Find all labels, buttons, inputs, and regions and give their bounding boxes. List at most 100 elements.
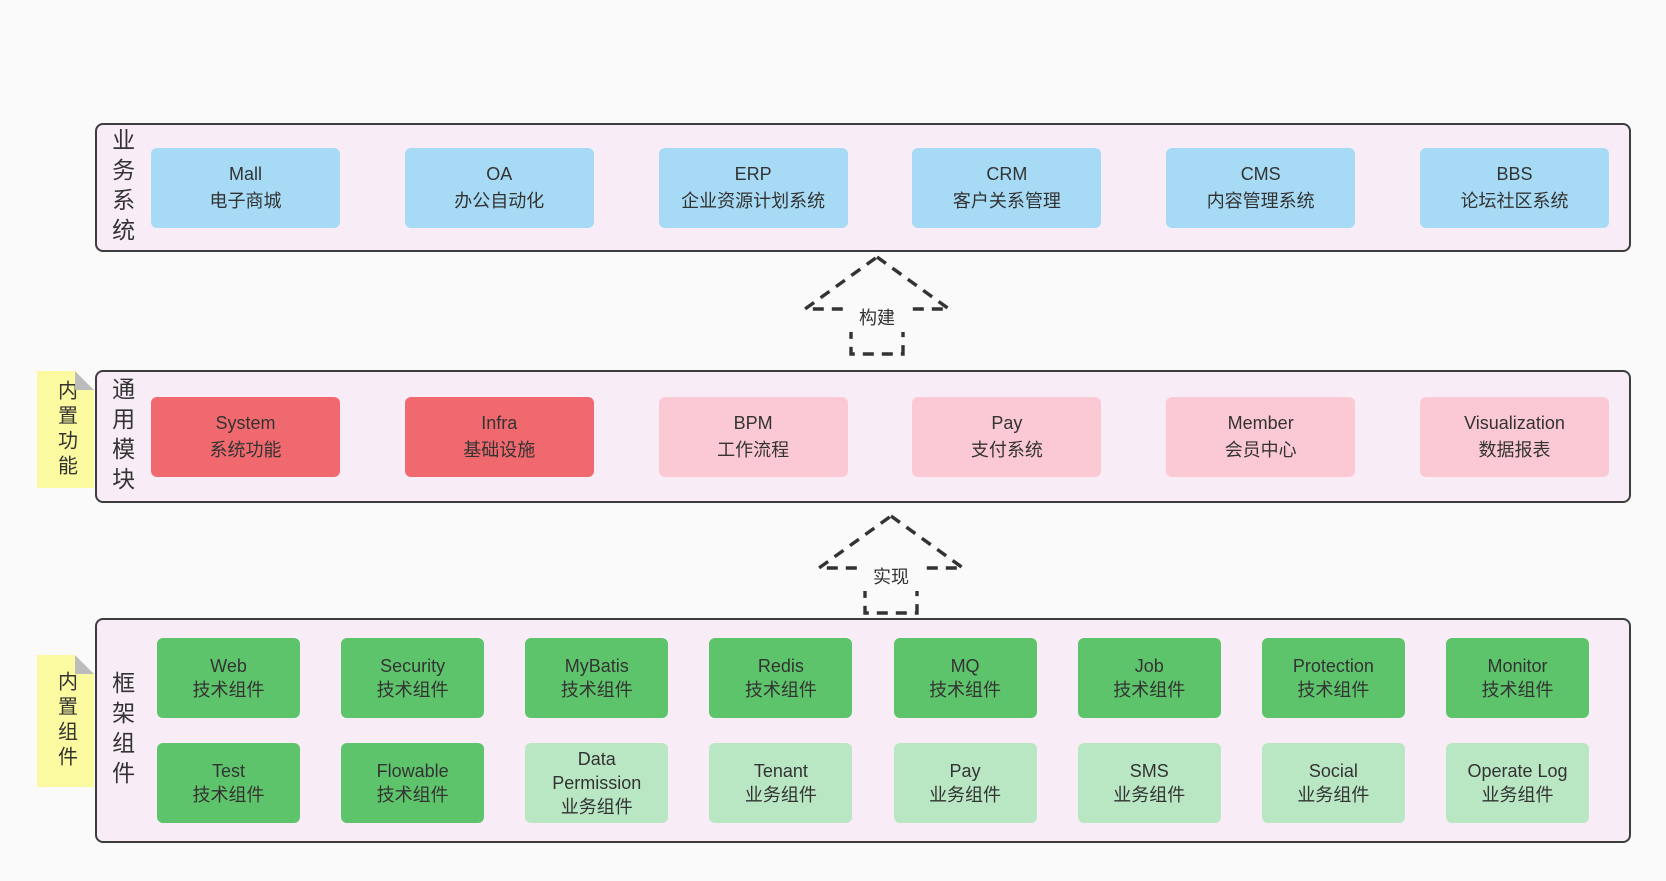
box-desc: 技术组件 [744,680,817,700]
business-systems-boxes: Mall 电子商城 OA 办公自动化 ERP 企业资源计划系统 CRM 客户关系… [145,147,1629,228]
box-name: SMS [1129,761,1169,781]
box-desc: 技术组件 [192,785,265,805]
framework-components-rows: Web 技术组件 Security 技术组件 MyBatis 技术组件 Redi… [145,638,1629,823]
box-name: MQ [950,656,980,676]
box-web: Web 技术组件 [157,638,300,718]
box-operate-log: Operate Log 业务组件 [1445,743,1589,823]
box-desc: 业务组件 [560,797,633,817]
framework-components-band: 框架组件 Web 技术组件 Security 技术组件 MyBatis 技术组件… [95,618,1631,843]
box-desc: 技术组件 [376,785,449,805]
box-desc: 客户关系管理 [952,190,1061,211]
box-tenant: Tenant 业务组件 [709,743,853,823]
box-security: Security 技术组件 [341,638,485,718]
box-desc: 技术组件 [929,680,1002,700]
box-desc: 技术组件 [1297,680,1370,700]
box-bpm: BPM 工作流程 [658,396,848,477]
box-member: Member 会员中心 [1166,396,1356,477]
up-arrow-icon: 构建 [799,254,955,356]
box-infra: Infra 基础设施 [404,396,594,477]
box-desc: 业务组件 [1297,785,1370,805]
box-desc: 论坛社区系统 [1460,190,1569,211]
box-desc: 数据报表 [1478,439,1551,460]
band-label-text: 通用模块 [108,376,135,497]
box-name: BPM [733,412,773,433]
box-name: BBS [1496,163,1533,184]
box-name: Test [211,761,245,781]
box-name: Tenant [753,761,808,781]
box-name: Visualization [1464,412,1565,433]
box-name: Member [1227,412,1294,433]
box-desc: 业务组件 [1113,785,1186,805]
business-systems-label: 业务系统 [97,128,145,248]
box-bbs: BBS 论坛社区系统 [1419,147,1609,228]
builtin-functions-tag: 内置功能 [37,371,94,488]
box-desc: 支付系统 [970,439,1043,460]
box-cms: CMS 内容管理系统 [1166,147,1356,228]
box-name: Security [380,656,446,676]
box-pay-module: Pay 支付系统 [912,396,1102,477]
framework-components-label: 框架组件 [97,671,145,791]
box-crm: CRM 客户关系管理 [912,147,1102,228]
box-name: ERP [734,163,772,184]
box-desc: 业务组件 [1481,785,1554,805]
box-desc: 业务组件 [929,785,1002,805]
box-monitor: Monitor 技术组件 [1445,638,1589,718]
box-desc: 工作流程 [717,439,790,460]
box-desc: 技术组件 [376,680,449,700]
tag-text: 内置功能 [54,379,77,480]
box-name: Social [1308,761,1358,781]
box-name: System [215,412,276,433]
box-desc: 技术组件 [560,680,633,700]
box-name: Protection [1292,656,1374,676]
box-desc: 内容管理系统 [1206,190,1315,211]
box-name: CRM [986,163,1028,184]
box-name: Data Permission [552,749,642,793]
box-mall: Mall 电子商城 [151,147,340,228]
box-oa: OA 办公自动化 [404,147,594,228]
box-name: Mall [228,163,262,184]
folded-corner-icon [75,371,94,390]
tag-text: 内置组件 [54,671,77,771]
business-systems-band: 业务系统 Mall 电子商城 OA 办公自动化 ERP 企业资源计划系统 CRM… [95,123,1631,252]
up-arrow-icon: 实现 [813,513,969,615]
box-desc: 技术组件 [1113,680,1186,700]
box-social: Social 业务组件 [1261,743,1405,823]
box-desc: 电子商城 [209,190,282,211]
common-modules-label: 通用模块 [97,377,145,497]
box-protection: Protection 技术组件 [1261,638,1405,718]
framework-row-2: Test 技术组件 Flowable 技术组件 Data Permission … [151,743,1609,823]
common-modules-boxes: System 系统功能 Infra 基础设施 BPM 工作流程 Pay 支付系统… [145,396,1629,477]
band-label-text: 业务系统 [108,127,135,248]
box-mq: MQ 技术组件 [893,638,1037,718]
box-test: Test 技术组件 [157,743,300,823]
box-name: Monitor [1487,656,1548,676]
box-desc: 企业资源计划系统 [681,190,826,211]
box-name: MyBatis [564,656,629,676]
box-name: Web [210,656,247,676]
box-data-permission: Data Permission 业务组件 [525,743,669,823]
box-desc: 会员中心 [1224,439,1297,460]
builtin-components-tag: 内置组件 [37,655,94,787]
box-pay-component: Pay 业务组件 [893,743,1037,823]
box-name: Redis [757,656,804,676]
box-desc: 业务组件 [744,785,817,805]
box-desc: 技术组件 [1481,680,1554,700]
common-modules-band: 通用模块 System 系统功能 Infra 基础设施 BPM 工作流程 Pay… [95,370,1631,503]
box-sms: SMS 业务组件 [1077,743,1221,823]
box-name: Job [1134,656,1164,676]
box-desc: 办公自动化 [454,190,545,211]
box-desc: 系统功能 [209,439,282,460]
box-redis: Redis 技术组件 [709,638,853,718]
box-desc: 技术组件 [192,680,265,700]
box-name: Operate Log [1467,761,1568,781]
box-name: Pay [991,412,1023,433]
box-erp: ERP 企业资源计划系统 [658,147,848,228]
box-name: Flowable [376,761,449,781]
box-visualization: Visualization 数据报表 [1419,396,1609,477]
framework-row-1: Web 技术组件 Security 技术组件 MyBatis 技术组件 Redi… [151,638,1609,718]
implement-arrow-label: 实现 [873,567,909,587]
folded-corner-icon [75,655,94,674]
build-arrow: 构建 [799,254,955,358]
box-desc: 基础设施 [463,439,536,460]
box-mybatis: MyBatis 技术组件 [525,638,669,718]
